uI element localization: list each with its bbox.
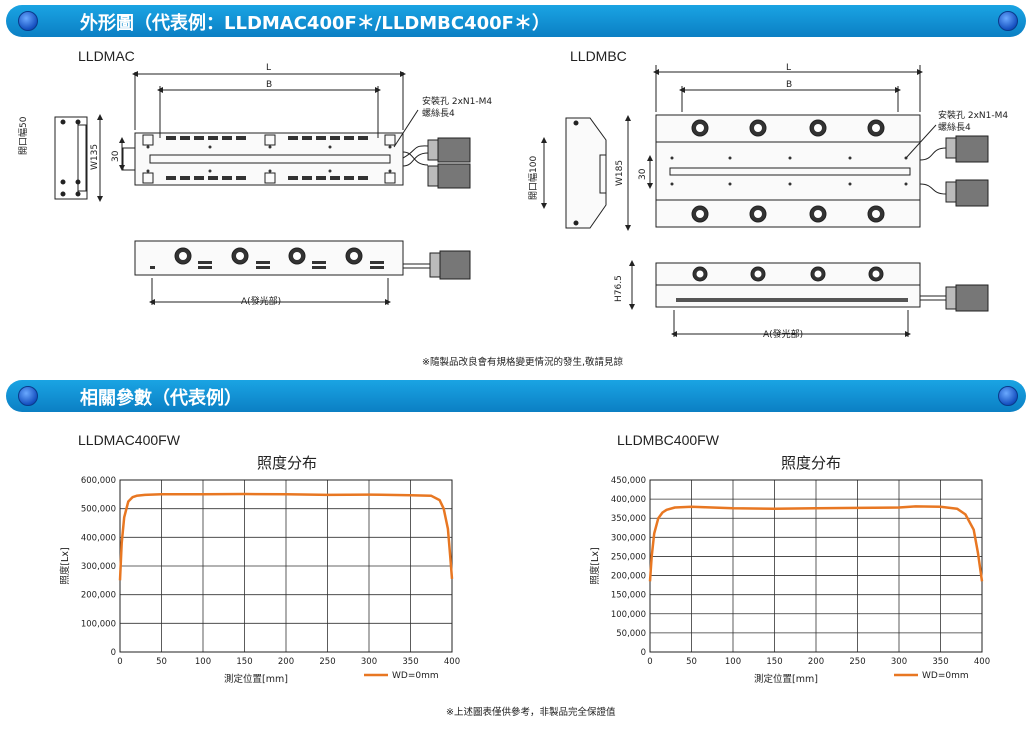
x-tick-label: 0 xyxy=(117,657,122,667)
bullet-icon xyxy=(18,386,38,406)
y-axis-label: 照度[Lx] xyxy=(589,547,601,584)
bc-front-view xyxy=(629,260,989,337)
x-tick-label: 350 xyxy=(402,657,418,667)
series-line xyxy=(118,492,454,581)
bc-hole-note-1: 安裝孔 2xN1-M4 xyxy=(938,111,1009,121)
bc-30-label: 30 xyxy=(638,168,648,180)
ac-hole-note-2: 螺絲長4 xyxy=(422,109,455,119)
y-tick-label: 100,000 xyxy=(611,610,646,620)
x-tick-label: 400 xyxy=(444,657,460,667)
y-tick-label: 300,000 xyxy=(611,533,646,543)
params-section-header: 相關參數（代表例） xyxy=(6,380,1026,412)
charts-note: ※上述圖表僅供參考，非製品完全保證值 xyxy=(446,707,616,718)
ac-dim-L: L xyxy=(266,63,272,73)
y-tick-label: 150,000 xyxy=(611,591,646,601)
ac-hole-note-1: 安裝孔 2xN1-M4 xyxy=(422,97,493,107)
x-tick-label: 250 xyxy=(319,657,335,667)
y-tick-label: 400,000 xyxy=(81,533,116,543)
ac-opening-label: 開口幅50 xyxy=(19,116,29,155)
chart2-model: LLDMBC400FW xyxy=(617,432,719,448)
ac-side-view xyxy=(54,114,125,202)
x-tick-label: 100 xyxy=(195,657,211,667)
technical-drawings xyxy=(54,65,989,337)
bc-dim-L: L xyxy=(786,63,792,73)
y-tick-label: 450,000 xyxy=(611,476,646,486)
bc-width-label: W185 xyxy=(615,159,625,186)
x-tick-label: 50 xyxy=(686,657,697,667)
y-tick-label: 100,000 xyxy=(81,619,116,629)
x-tick-label: 200 xyxy=(278,657,294,667)
y-tick-label: 300,000 xyxy=(81,562,116,572)
y-axis-label: 照度[Lx] xyxy=(59,547,71,584)
y-tick-label: 200,000 xyxy=(81,591,116,601)
legend-label: WD=0mm xyxy=(392,671,439,681)
x-tick-label: 300 xyxy=(361,657,377,667)
chart2-plot: 0 50,000 100,000 150,000 200,000 250,000 300,0… xyxy=(589,476,990,685)
bc-top-view xyxy=(653,65,989,228)
chart1-title: 照度分布 xyxy=(257,454,318,472)
chart1-model: LLDMAC400FW xyxy=(78,432,180,448)
bc-side-view xyxy=(541,115,653,231)
chart1-plot: 0 100,000 200,000 300,000 400,000 500,000 600,… xyxy=(59,476,460,685)
x-tick-label: 200 xyxy=(808,657,824,667)
ac-dim-B: B xyxy=(266,80,273,90)
bullet-icon xyxy=(998,11,1018,31)
x-axis-label: 測定位置[mm] xyxy=(224,673,288,685)
ac-30-label: 30 xyxy=(111,150,121,162)
x-tick-label: 0 xyxy=(647,657,652,667)
y-tick-label: 600,000 xyxy=(81,476,116,486)
bc-opening-label: 開口幅100 xyxy=(529,155,539,200)
chart2-title: 照度分布 xyxy=(781,454,842,472)
y-tick-label: 250,000 xyxy=(611,552,646,562)
ac-front-view xyxy=(134,240,471,305)
x-tick-label: 250 xyxy=(849,657,865,667)
y-tick-label: 400,000 xyxy=(611,495,646,505)
y-tick-label: 350,000 xyxy=(611,514,646,524)
x-tick-label: 150 xyxy=(766,657,782,667)
bc-hole-note-2: 螺絲長4 xyxy=(938,123,971,133)
x-tick-label: 350 xyxy=(932,657,948,667)
x-axis-label: 測定位置[mm] xyxy=(754,673,818,685)
ac-model-label: LLDMAC xyxy=(78,48,135,64)
x-tick-label: 400 xyxy=(974,657,990,667)
y-tick-label: 500,000 xyxy=(81,505,116,515)
x-tick-label: 150 xyxy=(236,657,252,667)
ac-width-label: W135 xyxy=(90,143,100,170)
y-tick-label: 50,000 xyxy=(616,629,646,639)
dimensions-section-header: 外形圖（代表例：LLDMAC400F＊/LLDMBC400F＊） xyxy=(6,5,1026,37)
y-tick-label: 0 xyxy=(111,648,116,658)
bullet-icon xyxy=(998,386,1018,406)
section-title: 相關參數（代表例） xyxy=(80,388,242,409)
x-tick-label: 50 xyxy=(156,657,167,667)
x-tick-label: 300 xyxy=(891,657,907,667)
ac-dim-A: A(發光部) xyxy=(241,297,282,307)
series-line xyxy=(648,505,984,582)
bc-height-label: H76.5 xyxy=(614,275,624,302)
bullet-icon xyxy=(18,11,38,31)
y-tick-label: 200,000 xyxy=(611,572,646,582)
legend-label: WD=0mm xyxy=(922,671,969,681)
section-title: 外形圖（代表例：LLDMAC400F＊/LLDMBC400F＊） xyxy=(80,13,550,34)
bc-dim-A: A(發光部) xyxy=(763,330,804,340)
ac-top-view xyxy=(122,71,471,189)
drawing-note: ※隨製品改良會有規格變更情況的發生,敬請見諒 xyxy=(422,357,623,368)
bc-model-label: LLDMBC xyxy=(570,48,627,64)
x-tick-label: 100 xyxy=(725,657,741,667)
y-tick-label: 0 xyxy=(641,648,646,658)
bc-dim-B: B xyxy=(786,80,793,90)
